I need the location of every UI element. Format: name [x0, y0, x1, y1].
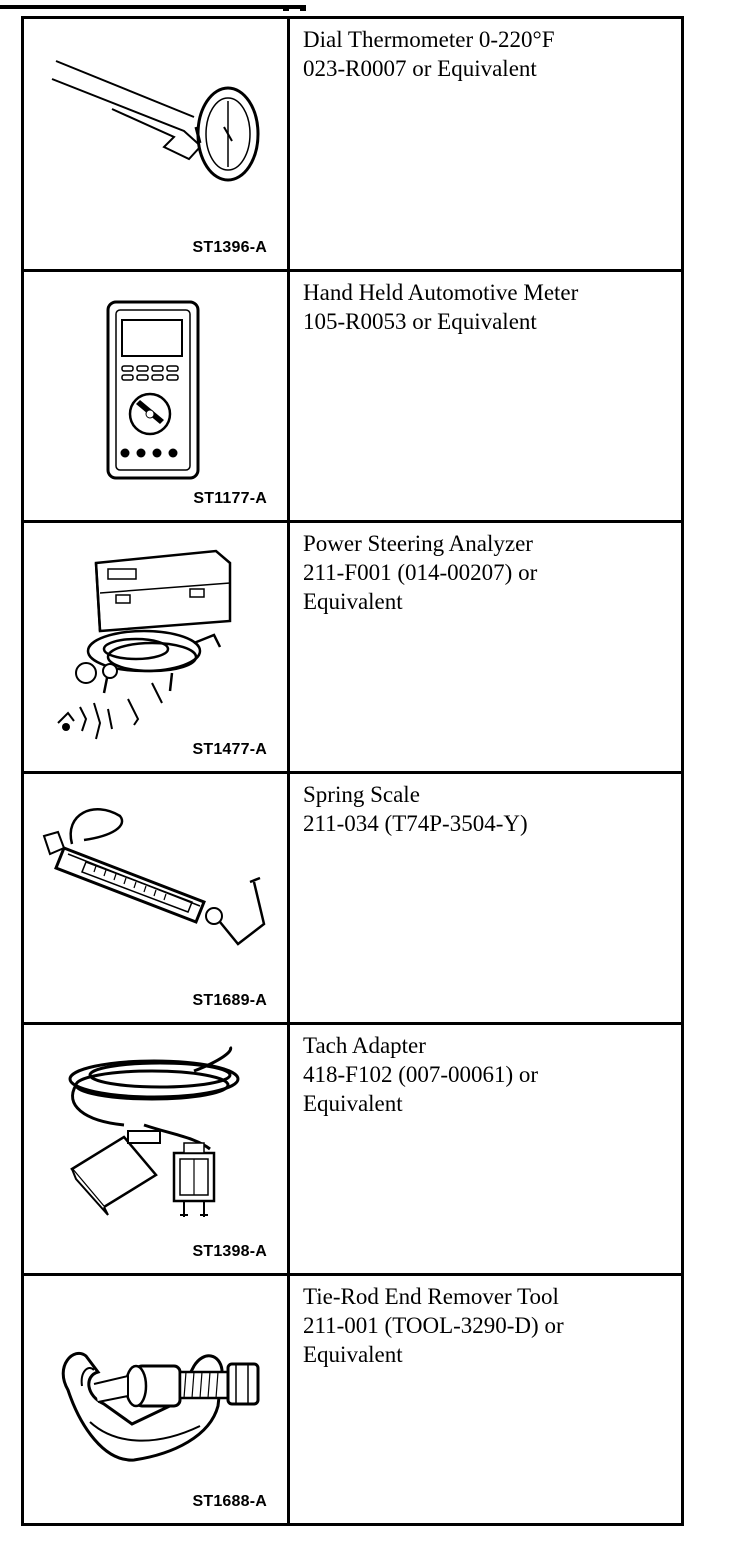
tool-name: Dial Thermometer 0-220°F	[303, 27, 555, 52]
illustration-code: ST1477-A	[192, 741, 267, 758]
illustration-code: ST1177-A	[193, 490, 267, 507]
table-row: ST1477-A Power Steering Analyzer 211-F00…	[24, 523, 681, 774]
table-row: ST1177-A Hand Held Automotive Meter 105-…	[24, 272, 681, 523]
spring-scale-icon	[42, 808, 266, 946]
dial-thermometer-icon	[51, 60, 260, 182]
table-row: ST1688-A Tie-Rod End Remover Tool 211-00…	[24, 1276, 681, 1523]
tool-part-number-cont: Equivalent	[303, 1091, 403, 1116]
illustration-cell: ST1398-A	[24, 1025, 290, 1273]
illustration-cell: ST1689-A	[24, 774, 290, 1022]
tool-name: Tach Adapter	[303, 1033, 426, 1058]
power-steering-analyzer-icon	[57, 549, 232, 740]
tool-description: Power Steering Analyzer 211-F001 (014-00…	[303, 529, 673, 616]
special-tools-table: ST1396-A Dial Thermometer 0-220°F 023-R0…	[21, 16, 684, 1526]
tie-rod-remover-icon	[61, 1351, 260, 1462]
cropped-header-fragment	[0, 0, 752, 11]
illustration-cell: ST1396-A	[24, 19, 290, 269]
tool-part-number: 211-034 (T74P-3504-Y)	[303, 811, 528, 836]
tool-description: Spring Scale 211-034 (T74P-3504-Y)	[303, 780, 673, 838]
tool-part-number: 023-R0007 or Equivalent	[303, 56, 537, 81]
tool-part-number: 211-001 (TOOL-3290-D) or	[303, 1313, 564, 1338]
illustration-code: ST1398-A	[192, 1243, 267, 1260]
tool-part-number-cont: Equivalent	[303, 589, 403, 614]
illustration-cell: ST1177-A	[24, 272, 290, 520]
tool-description: Hand Held Automotive Meter 105-R0053 or …	[303, 278, 673, 336]
illustration-code: ST1688-A	[192, 1493, 267, 1510]
multimeter-icon	[106, 300, 200, 480]
table-row: ST1398-A Tach Adapter 418-F102 (007-0006…	[24, 1025, 681, 1276]
tool-name: Hand Held Automotive Meter	[303, 280, 579, 305]
illustration-code: ST1396-A	[192, 239, 267, 256]
tool-part-number: 211-F001 (014-00207) or	[303, 560, 538, 585]
tool-name: Spring Scale	[303, 782, 420, 807]
tool-part-number-cont: Equivalent	[303, 1342, 403, 1367]
tool-part-number: 418-F102 (007-00061) or	[303, 1062, 539, 1087]
illustration-cell: ST1688-A	[24, 1276, 290, 1523]
tool-description: Tach Adapter 418-F102 (007-00061) or Equ…	[303, 1031, 673, 1118]
table-row: ST1396-A Dial Thermometer 0-220°F 023-R0…	[24, 19, 681, 272]
tool-part-number: 105-R0053 or Equivalent	[303, 309, 537, 334]
table-row: ST1689-A Spring Scale 211-034 (T74P-3504…	[24, 774, 681, 1025]
tool-description: Dial Thermometer 0-220°F 023-R0007 or Eq…	[303, 25, 673, 83]
tool-name: Tie-Rod End Remover Tool	[303, 1284, 559, 1309]
tach-adapter-icon	[68, 1045, 240, 1217]
tool-name: Power Steering Analyzer	[303, 531, 533, 556]
illustration-cell: ST1477-A	[24, 523, 290, 771]
illustration-code: ST1689-A	[192, 992, 267, 1009]
tool-description: Tie-Rod End Remover Tool 211-001 (TOOL-3…	[303, 1282, 673, 1369]
